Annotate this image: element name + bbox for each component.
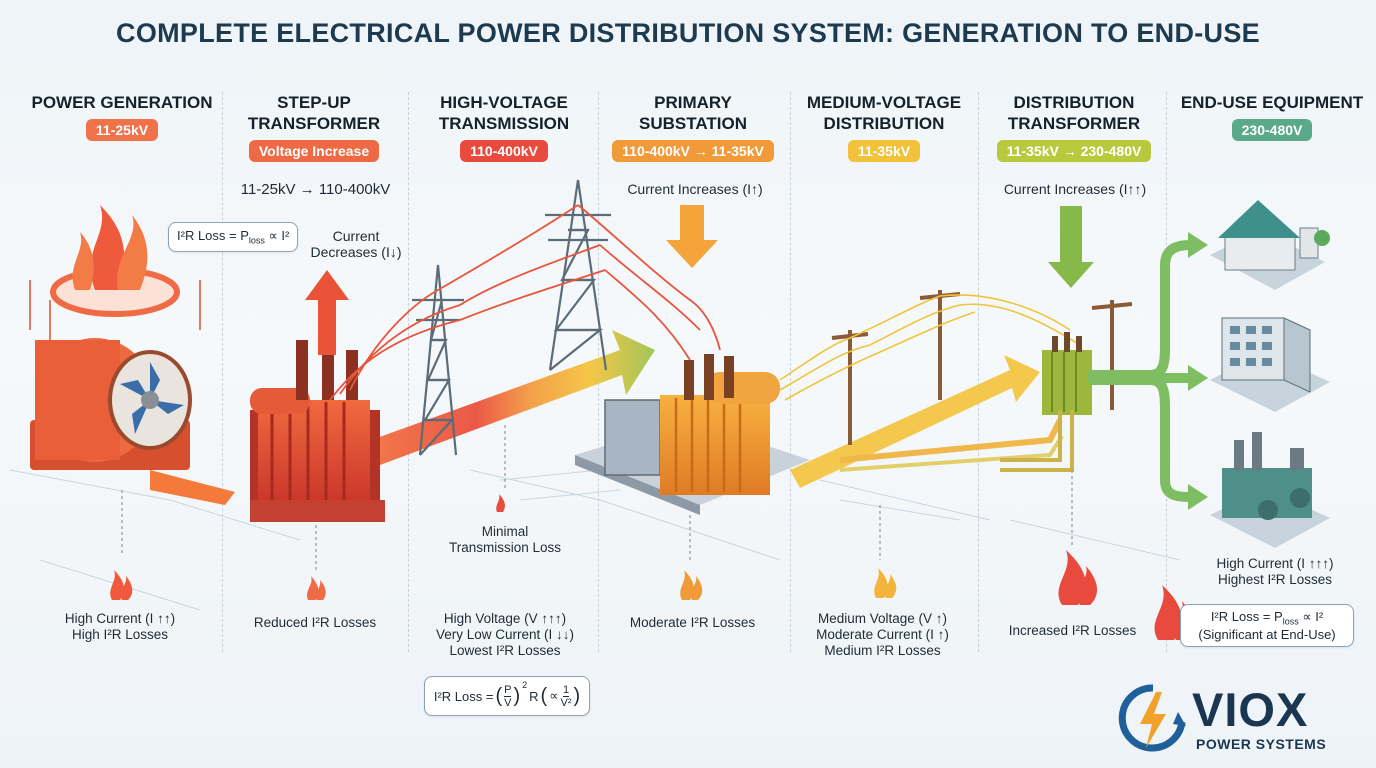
step-up-transformer xyxy=(250,270,385,522)
stage-primary-substation: PRIMARY SUBSTATION 110-400kV → 11-35kV xyxy=(601,92,785,162)
primary-substation xyxy=(575,205,810,515)
distribution-poles xyxy=(831,290,1133,445)
stage-step-up-transformer: STEP-UP TRANSFORMER Voltage Increase xyxy=(222,92,406,162)
stage-title: MEDIUM-VOLTAGE DISTRIBUTION xyxy=(806,93,962,133)
voltage-badge: 110-400kV → 11-35kV xyxy=(612,140,774,162)
formula-exponent: 2 xyxy=(522,680,528,690)
voltage-badge: 11-35kV xyxy=(847,140,921,162)
paren-close: ) xyxy=(513,684,521,707)
loss-label-step-up: Reduced I²R Losses xyxy=(253,615,377,630)
stage-title: STEP-UP TRANSFORMER xyxy=(247,93,381,133)
transmission-summary: High Voltage (V ↑↑↑) Very Low Current (I… xyxy=(435,611,575,658)
stage-power-generation: POWER GENERATION 11-25kV xyxy=(30,92,214,141)
loss-label-end-use: High Current (I ↑↑↑) Highest I²R Losses xyxy=(1216,556,1334,587)
generator xyxy=(29,205,201,470)
voltage-badge: Voltage Increase xyxy=(248,140,380,162)
logo-tagline: POWER SYSTEMS xyxy=(1196,736,1327,752)
flame-icon xyxy=(307,576,326,600)
end-use-formula-line: I²R Loss = Ploss ∝ I² xyxy=(1187,609,1347,627)
substation-current-note: Current Increases (I↑) xyxy=(627,181,763,197)
loss-label-medium-voltage: Medium Voltage (V ↑) Moderate Current (I… xyxy=(816,611,949,658)
loss-label-generation: High Current (I ↑↑) High I²R Losses xyxy=(64,611,176,642)
end-use-significance: (Significant at End-Use) xyxy=(1198,626,1336,642)
flame-icon xyxy=(496,494,505,512)
transmission-tower xyxy=(545,179,611,371)
loss-label-substation: Moderate I²R Losses xyxy=(629,615,756,630)
page-title: COMPLETE ELECTRICAL POWER DISTRIBUTION S… xyxy=(116,18,1260,48)
power-flow-arrow xyxy=(150,330,1064,505)
transmission-lines xyxy=(329,204,721,401)
distribution-current-note: Current Increases (I↑↑) xyxy=(1003,181,1147,197)
flame-icon xyxy=(110,570,133,600)
formula-tail: ∝ I² xyxy=(1298,609,1324,624)
logo-wordmark: VIOX xyxy=(1192,683,1309,736)
stage-distribution-transformer: DISTRIBUTION TRANSFORMER 11-35kV → 230-4… xyxy=(982,92,1166,162)
paren-open: ( xyxy=(540,684,548,707)
formula-subscript: loss xyxy=(1282,616,1299,627)
distribution-transformer xyxy=(1000,206,1094,472)
office-building xyxy=(1210,317,1330,412)
stage-high-voltage-transmission: HIGH-VOLTAGE TRANSMISSION 110-400kV xyxy=(412,92,596,162)
end-use-loss-formula-bubble: I²R Loss = Ploss ∝ I² (Significant at En… xyxy=(1180,604,1354,647)
viox-logo: VIOX POWER SYSTEMS xyxy=(1118,680,1368,760)
formula-proportional: ∝ xyxy=(549,688,559,703)
fraction-denominator: V² xyxy=(560,696,572,709)
distribution-lines xyxy=(779,294,1081,401)
stage-end-use-equipment: END-USE EQUIPMENT 230-480V xyxy=(1180,92,1364,141)
fraction-numerator: P xyxy=(504,683,512,697)
formula-text: I²R Loss = P xyxy=(177,228,249,243)
voltage-badge: 110-400kV xyxy=(460,140,548,162)
end-use-branches xyxy=(1087,240,1195,502)
fraction-p-over-v: P V xyxy=(504,683,512,709)
factory xyxy=(1210,432,1330,548)
stage-title: HIGH-VOLTAGE TRANSMISSION xyxy=(438,93,570,133)
house xyxy=(1210,200,1330,290)
stage-medium-voltage-distribution: MEDIUM-VOLTAGE DISTRIBUTION 11-35kV xyxy=(792,92,976,162)
stage-title: PRIMARY SUBSTATION xyxy=(639,93,747,133)
generation-loss-formula-bubble: I²R Loss = Ploss ∝ I² xyxy=(168,222,299,252)
column-divider xyxy=(978,92,979,652)
formula-text: I²R Loss = P xyxy=(1210,609,1283,624)
fraction-denominator: V xyxy=(504,696,512,709)
loss-label-distribution: Increased I²R Losses xyxy=(1008,623,1137,638)
column-divider xyxy=(222,92,223,652)
flame-icon xyxy=(1058,550,1098,605)
stage-title: DISTRIBUTION TRANSFORMER xyxy=(1007,93,1141,133)
paren-close: ) xyxy=(573,684,581,707)
fraction-numerator: 1 xyxy=(562,683,570,697)
column-divider xyxy=(1166,92,1167,652)
leader-lines xyxy=(121,425,1073,570)
column-divider xyxy=(408,92,409,652)
formula-prefix: I²R Loss = xyxy=(433,688,494,704)
stage-title: POWER GENERATION xyxy=(31,93,213,112)
step-up-voltage-note: 11-25kV → 110-400kV xyxy=(240,181,391,198)
paren-open: ( xyxy=(495,684,503,707)
formula-r: R xyxy=(529,688,539,704)
loss-label-transmission: Minimal Transmission Loss xyxy=(448,524,562,555)
voltage-badge: 230-480V xyxy=(1231,119,1313,141)
formula-tail: ∝ I² xyxy=(264,228,290,243)
voltage-badge: 11-25kV xyxy=(85,119,159,141)
stage-title: END-USE EQUIPMENT xyxy=(1180,93,1364,112)
flame-icon xyxy=(874,568,897,598)
fraction-one-over-v2: 1 V² xyxy=(561,684,572,709)
formula-subscript: loss xyxy=(248,235,265,246)
voltage-badge: 11-35kV → 230-480V xyxy=(996,140,1152,162)
transmission-loss-formula-box: I²R Loss = ( P V ) 2 R ( ∝ 1 V² ) xyxy=(424,676,590,716)
logo-emblem-icon xyxy=(1118,684,1186,752)
current-decreases-note: Current Decreases (I↓) xyxy=(310,228,402,260)
flame-icon xyxy=(680,570,703,600)
